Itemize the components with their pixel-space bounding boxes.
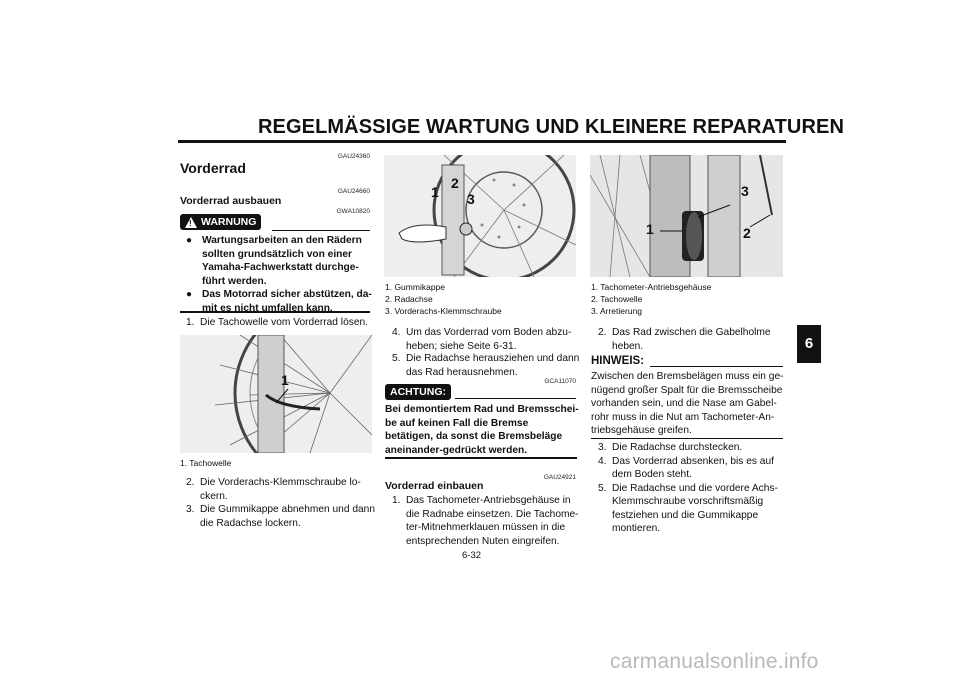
callout-number: 1 (431, 184, 439, 200)
warning-label: WARNUNG (201, 216, 257, 228)
step-item: 3.Die Radachse durchstecken. (598, 442, 743, 453)
ref-code: GCA11070 (544, 378, 576, 385)
note-end-rule (591, 438, 783, 439)
photo-caption: 2. Radachse (385, 294, 433, 304)
warning-end-rule (180, 311, 370, 313)
photo-caption: 3. Vorderachs-Klemmschraube (385, 306, 502, 316)
step-list: 3.Die Radachse durchstecken. 4.Das Vorde… (598, 441, 784, 536)
callout-number: 3 (467, 191, 475, 207)
photo-caption: 1. Tachowelle (180, 458, 232, 468)
note-label: HINWEIS: (591, 355, 645, 367)
caution-text: Bei demontiertem Rad und Bremsschei-be a… (385, 404, 579, 456)
ref-code: GWA10820 (336, 208, 370, 215)
header-rule (178, 140, 786, 143)
step-item: 5.Die Radachse und die vordere Achs-Klem… (598, 482, 778, 535)
step-item: 1.Die Tachowelle vom Vorderrad lösen. (186, 317, 368, 328)
warning-badge: ! WARNUNG (180, 214, 262, 230)
bullet-icon: ● (186, 235, 193, 246)
step-item: 1.Das Tachometer-Antriebsgehäuse in die … (392, 495, 579, 547)
note-rule (650, 366, 783, 367)
callout-number: 3 (741, 183, 749, 199)
step-item: 4.Um das Vorderrad vom Boden abzu-heben;… (392, 327, 572, 352)
photo-radachse: 1 2 3 (384, 155, 576, 277)
warning-icon: ! (185, 216, 197, 228)
photo-caption: 1. Gummikappe (385, 282, 445, 292)
photo-caption: 3. Arretierung (591, 306, 643, 316)
step-item: 3.Die Gummikappe abnehmen und dann die R… (186, 504, 375, 529)
photo-antriebsgehaeuse: 1 2 3 (590, 155, 783, 277)
warning-item: ●Das Motorrad sicher abstützen, da-mit e… (186, 289, 372, 314)
ref-code: GAU24360 (337, 153, 370, 160)
warning-list: ●Wartungsarbeiten an den Rädern sollten … (186, 234, 374, 315)
ref-code: GAU24660 (337, 188, 370, 195)
note-text: Zwischen den Bremsbelägen muss ein ge-nü… (591, 371, 784, 436)
section-title: Vorderrad (180, 160, 246, 176)
subsection-title: Vorderrad einbauen (385, 480, 484, 492)
callout-number: 1 (646, 221, 654, 237)
photo-caption: 2. Tachowelle (591, 294, 643, 304)
page-number: 6-32 (462, 550, 482, 561)
callout-number: 1 (281, 372, 289, 388)
step-item: 2.Das Rad zwischen die Gabelholme heben. (598, 327, 771, 352)
page-header-title: REGELMÄSSIGE WARTUNG UND KLEINERE REPARA… (258, 116, 845, 138)
callout-number: 2 (743, 225, 751, 241)
step-item: 2.Die Vorderachs-Klemmschraube lo-ckern. (186, 477, 361, 502)
warning-rule (272, 230, 370, 231)
step-item: 4.Das Vorderrad absenken, bis es auf dem… (598, 455, 774, 481)
caution-end-rule (385, 457, 577, 459)
callout-number: 2 (451, 175, 459, 191)
caution-badge: ACHTUNG: (385, 384, 451, 400)
caution-label: ACHTUNG: (390, 386, 446, 398)
step-item: 5.Die Radachse herausziehen und dann das… (392, 353, 580, 378)
chapter-tab: 6 (797, 325, 821, 363)
bullet-icon: ● (186, 289, 193, 300)
warning-item: ●Wartungsarbeiten an den Rädern sollten … (186, 235, 362, 287)
photo-tachowelle: 1 (180, 335, 372, 453)
watermark: carmanualsonline.info (610, 650, 819, 673)
caution-rule (455, 398, 576, 399)
subsection-title: Vorderrad ausbauen (180, 195, 282, 207)
photo-caption: 1. Tachometer-Antriebsgehäuse (591, 282, 712, 292)
ref-code: GAU24921 (543, 474, 576, 481)
